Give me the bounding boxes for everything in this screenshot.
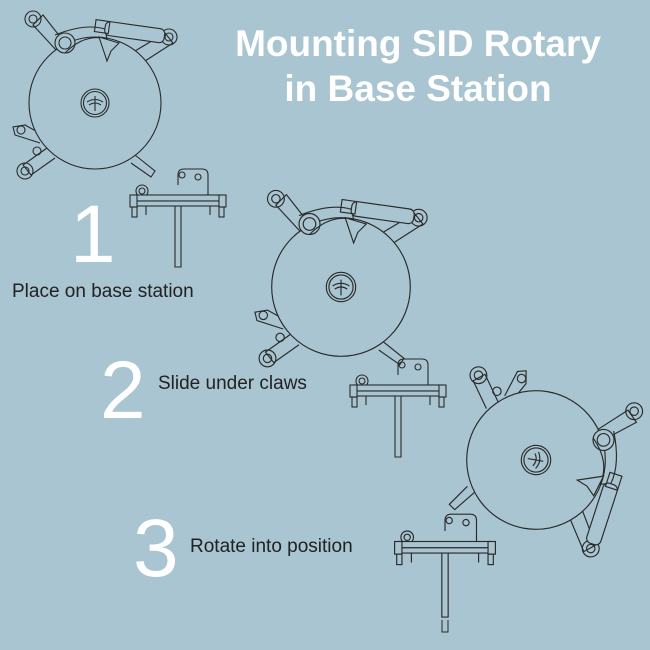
step-2-number: 2 bbox=[100, 345, 146, 436]
step2-rotary-drawing bbox=[254, 189, 428, 368]
step-1-number: 1 bbox=[70, 189, 116, 280]
title-line-1: Mounting SID Rotary bbox=[235, 23, 601, 64]
title-line-2: in Base Station bbox=[284, 68, 552, 109]
step3-rotary-drawing bbox=[441, 360, 647, 563]
step-1-caption: Place on base station bbox=[12, 281, 194, 302]
step-2-caption: Slide under claws bbox=[158, 373, 307, 394]
step-3-caption: Rotate into position bbox=[190, 536, 353, 557]
step3-base-station-drawing bbox=[394, 513, 496, 633]
step1-rotary-drawing bbox=[12, 10, 178, 180]
step2-base-station-drawing bbox=[349, 358, 447, 458]
step1-base-station-drawing bbox=[129, 168, 227, 268]
step-3-number: 3 bbox=[133, 503, 179, 594]
